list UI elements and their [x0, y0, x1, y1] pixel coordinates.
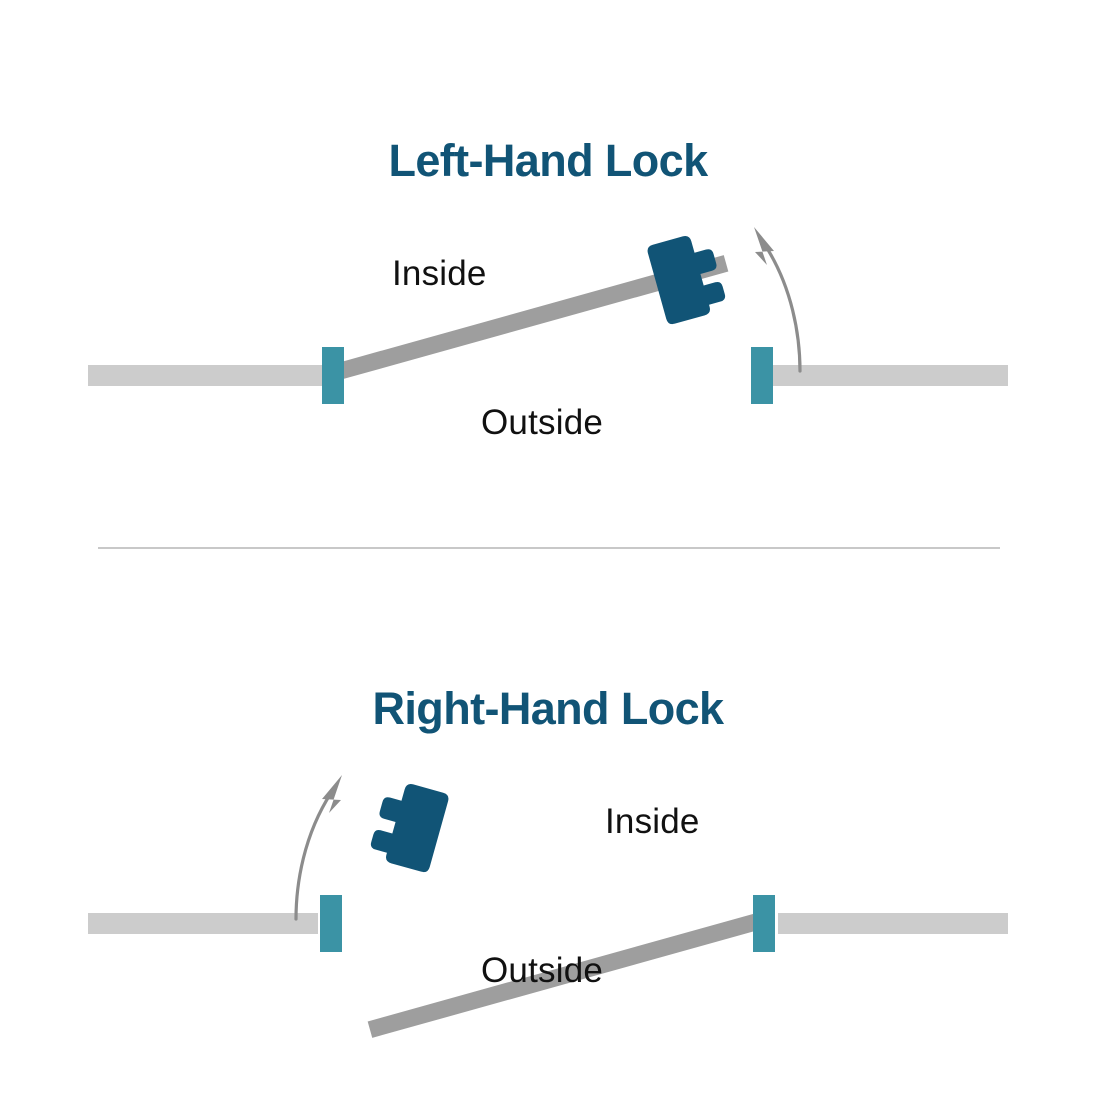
left-hand-lock-title: Left-Hand Lock [388, 135, 708, 187]
label-inside: Inside [392, 254, 487, 293]
wall-segment-right [759, 365, 1008, 386]
wall-segment-left [88, 365, 341, 386]
door-jamb-hinge-right [753, 895, 775, 952]
door-jamb-strike-right [751, 347, 773, 404]
right-hand-lock-section: Right-Hand Lock [0, 548, 1096, 1096]
lock-body-icon [639, 224, 733, 332]
right-hand-lock-title: Right-Hand Lock [372, 683, 725, 735]
wall-segment-right [778, 913, 1008, 934]
label-outside: Outside [481, 951, 604, 990]
label-inside: Inside [605, 802, 700, 841]
left-hand-lock-scene: Inside Outside [88, 224, 1008, 442]
left-hand-lock-section: Left-Hand Lock [88, 135, 1008, 442]
lock-body-icon [363, 772, 457, 880]
wall-segment-left [88, 913, 318, 934]
right-hand-lock-scene: Inside Outside [0, 548, 1096, 1096]
door-jamb-strike-left [320, 895, 342, 952]
label-outside: Outside [481, 403, 604, 442]
swing-direction-arrow-icon [264, 773, 354, 923]
swing-direction-arrow-icon [742, 225, 832, 375]
section-divider [98, 547, 1000, 549]
door-jamb-hinge-left [322, 347, 344, 404]
